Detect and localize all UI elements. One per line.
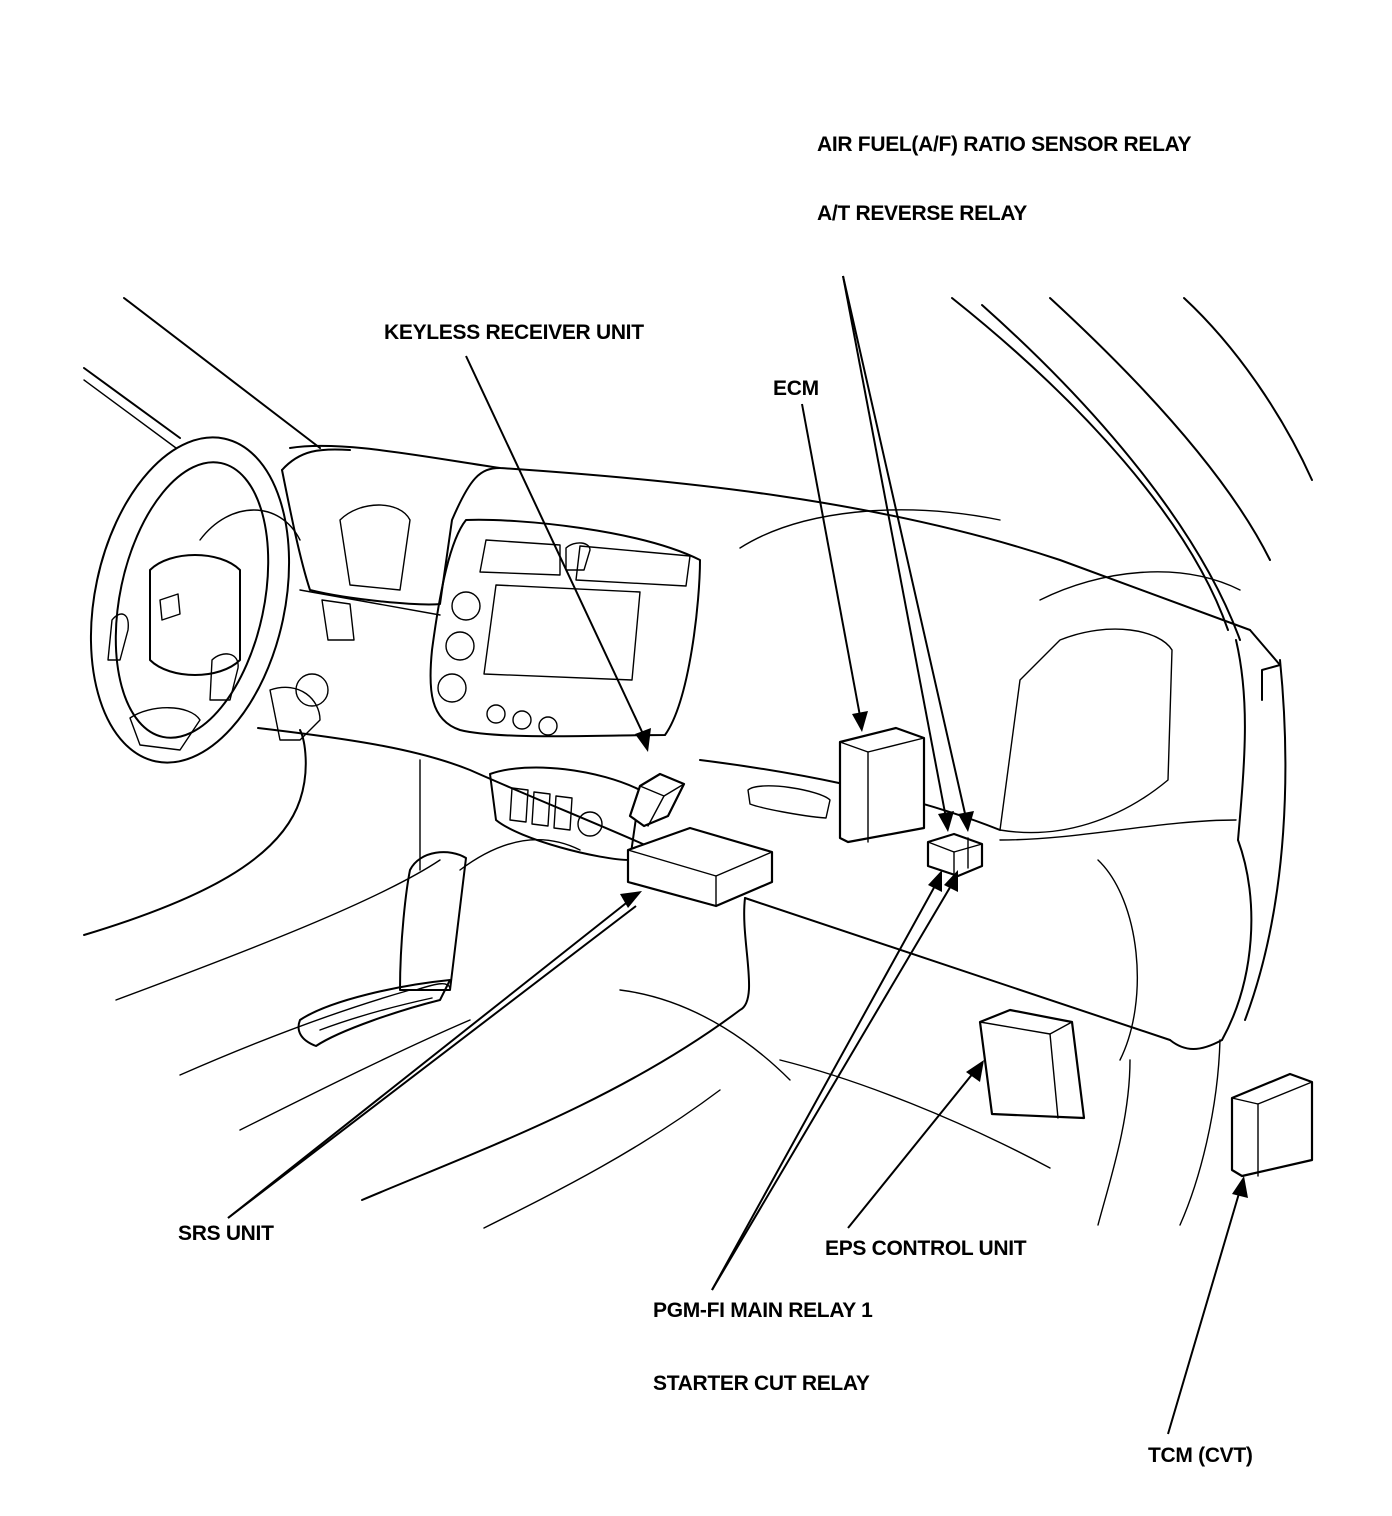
srs-unit-box	[626, 826, 774, 908]
keyless-receiver-box	[628, 772, 686, 828]
label-keyless-receiver-unit: KEYLESS RECEIVER UNIT	[384, 321, 644, 344]
label-at-reverse-relay: A/T REVERSE RELAY	[817, 202, 1028, 225]
label-tcm-cvt: TCM (CVT)	[1148, 1444, 1253, 1467]
leader-lines	[227, 275, 1248, 1435]
label-starter-cut-relay: STARTER CUT RELAY	[653, 1372, 870, 1395]
label-srs-unit: SRS UNIT	[178, 1222, 274, 1245]
eps-control-unit-box	[978, 1008, 1086, 1120]
label-eps-control-unit: EPS CONTROL UNIT	[825, 1237, 1027, 1260]
label-af-ratio-sensor-relay: AIR FUEL(A/F) RATIO SENSOR RELAY	[817, 133, 1192, 156]
label-ecm: ECM	[773, 377, 819, 400]
instrument-cluster	[199, 467, 501, 616]
tcm-box	[1230, 1072, 1314, 1178]
center-stack	[429, 518, 701, 861]
dashboard-body	[257, 444, 1287, 1226]
steering-wheel	[89, 436, 355, 764]
windshield-lines	[83, 297, 1313, 641]
relay-cluster-box	[926, 832, 984, 878]
ecm-box	[838, 726, 926, 844]
label-pgm-fi-main-relay-1: PGM-FI MAIN RELAY 1	[653, 1299, 873, 1322]
gear-shifter	[297, 851, 467, 1047]
